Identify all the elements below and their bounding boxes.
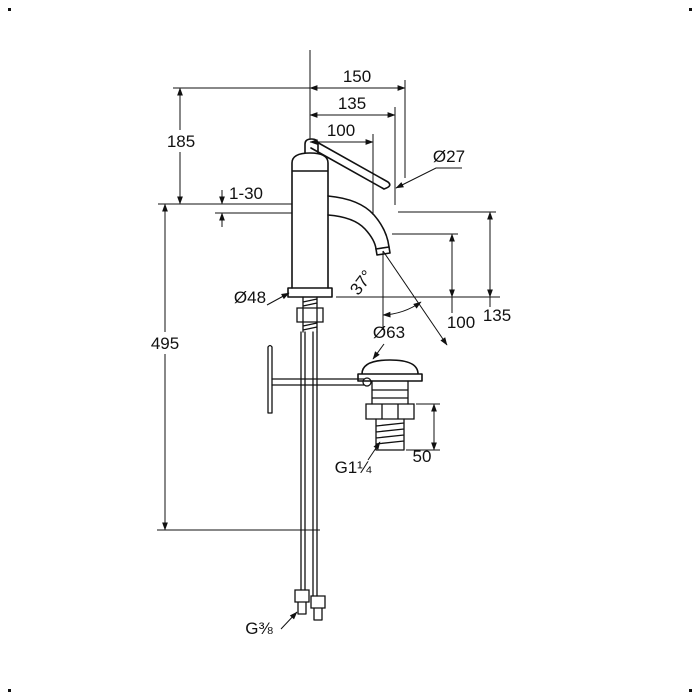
waste-plug-cap <box>357 359 423 382</box>
supply-hoses <box>294 331 326 621</box>
dim-label-135-top: 135 <box>338 94 366 113</box>
dim-label-50: 50 <box>413 447 432 466</box>
popup-waste <box>357 359 423 451</box>
waste-tailpiece <box>375 418 405 451</box>
dim-label-150: 150 <box>343 67 371 86</box>
dim-label-g114: G1¼ <box>335 458 373 477</box>
shank <box>302 296 318 333</box>
dim-label-1-30: 1-30 <box>229 184 263 203</box>
dim-label-100-top: 100 <box>327 121 355 140</box>
leader-dia-48 <box>266 292 290 306</box>
mounting-nut <box>296 307 324 323</box>
label-bg-185 <box>161 130 201 152</box>
hose-connector-right <box>310 595 326 621</box>
waste-nut <box>365 403 415 420</box>
faucet-body <box>291 152 329 289</box>
rod-ball-joint <box>362 377 372 387</box>
dim-label-dia-48: Ø48 <box>234 288 266 307</box>
spray-direction-line <box>382 250 448 346</box>
dim-label-dia-63: Ø63 <box>373 323 405 342</box>
leader-dia-27 <box>395 167 462 189</box>
spout <box>327 195 390 250</box>
dimension-lines <box>157 50 500 630</box>
label-bg-495 <box>144 332 186 354</box>
dim-label-dia-27: Ø27 <box>433 147 465 166</box>
dim-label-495: 495 <box>151 334 179 353</box>
leader-g114 <box>367 441 381 461</box>
corner-marks <box>8 8 692 692</box>
dim-label-185: 185 <box>167 132 195 151</box>
horizontal-rod <box>271 378 365 386</box>
dim-label-100-right: 100 <box>447 313 475 332</box>
faucet-outline <box>287 138 391 333</box>
base-flange <box>287 287 333 298</box>
waste-body <box>371 380 409 405</box>
handle-lever <box>310 140 391 190</box>
dim-label-angle-37: 37° <box>346 267 377 299</box>
ext-lines-top <box>309 50 406 215</box>
dim-label-135-right: 135 <box>483 306 511 325</box>
dimension-labels: 150 135 100 185 1-30 Ø27 Ø48 495 37° 100… <box>151 67 511 638</box>
spray-angle-arc <box>382 301 422 318</box>
hose-lines <box>300 331 318 597</box>
popup-linkage <box>267 344 372 414</box>
pull-rod <box>267 344 273 414</box>
leader-dia-63 <box>372 343 385 360</box>
leader-g38 <box>280 611 298 630</box>
hose-connector-left <box>294 589 310 615</box>
dim-label-g38: G⅜ <box>245 619 273 638</box>
